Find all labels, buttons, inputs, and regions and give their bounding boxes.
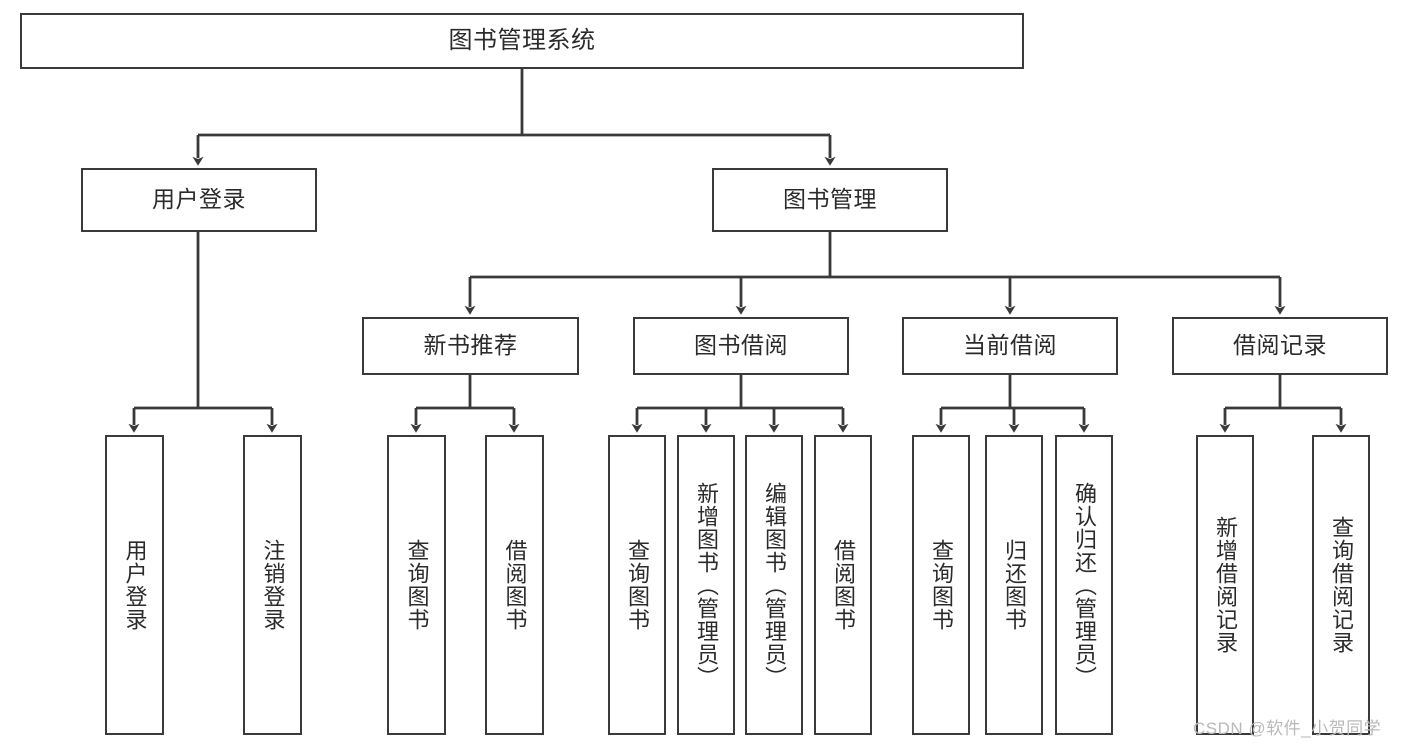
node-new-book-recommend[interactable]: 新书推荐 — [362, 317, 579, 375]
node-user-logout[interactable]: 注销登录 — [243, 435, 302, 735]
node-record-query[interactable]: 查询借阅记录 — [1312, 435, 1370, 735]
node-user-logout-label: 注销登录 — [260, 539, 286, 631]
node-new-book-recommend-label: 新书推荐 — [423, 332, 518, 359]
node-root[interactable]: 图书管理系统 — [20, 13, 1024, 69]
node-record-add-label: 新增借阅记录 — [1212, 516, 1238, 654]
node-recommend-query-book-label: 查询图书 — [404, 539, 430, 631]
csdn-watermark: CSDN @软件_小贺同学 — [1193, 719, 1382, 738]
node-borrow-borrow-book[interactable]: 借阅图书 — [814, 435, 872, 735]
node-current-query-book-label: 查询图书 — [928, 539, 954, 631]
node-user-login[interactable]: 用户登录 — [81, 168, 317, 232]
node-borrow-add-book-label: 新增图书（管理员） — [693, 481, 719, 689]
node-borrow-records-label: 借阅记录 — [1233, 332, 1327, 359]
node-borrow-edit-book-label: 编辑图书（管理员） — [761, 481, 787, 689]
node-borrow-edit-book[interactable]: 编辑图书（管理员） — [745, 435, 803, 735]
node-current-borrow[interactable]: 当前借阅 — [902, 317, 1118, 375]
node-book-management-label: 图书管理 — [783, 186, 877, 213]
node-borrow-records[interactable]: 借阅记录 — [1172, 317, 1388, 375]
node-root-label: 图书管理系统 — [448, 26, 596, 54]
node-borrow-borrow-book-label: 借阅图书 — [830, 539, 856, 631]
node-user-login-do-label: 用户登录 — [122, 539, 148, 631]
node-book-borrow-label: 图书借阅 — [694, 332, 788, 359]
node-borrow-add-book[interactable]: 新增图书（管理员） — [677, 435, 735, 735]
node-user-login-do[interactable]: 用户登录 — [105, 435, 164, 735]
node-recommend-borrow-book-label: 借阅图书 — [502, 539, 528, 631]
node-book-management[interactable]: 图书管理 — [712, 168, 948, 232]
node-recommend-query-book[interactable]: 查询图书 — [387, 435, 446, 735]
node-borrow-query-book-label: 查询图书 — [624, 539, 650, 631]
node-recommend-borrow-book[interactable]: 借阅图书 — [485, 435, 544, 735]
node-borrow-query-book[interactable]: 查询图书 — [608, 435, 666, 735]
node-record-add[interactable]: 新增借阅记录 — [1196, 435, 1254, 735]
node-record-query-label: 查询借阅记录 — [1328, 516, 1354, 654]
node-current-confirm-return-label: 确认归还（管理员） — [1071, 481, 1097, 689]
node-book-borrow[interactable]: 图书借阅 — [633, 317, 849, 375]
node-current-return-book[interactable]: 归还图书 — [985, 435, 1043, 735]
node-current-query-book[interactable]: 查询图书 — [912, 435, 970, 735]
node-user-login-label: 用户登录 — [152, 186, 246, 213]
node-current-return-book-label: 归还图书 — [1001, 539, 1027, 631]
node-current-borrow-label: 当前借阅 — [963, 332, 1057, 359]
node-current-confirm-return[interactable]: 确认归还（管理员） — [1055, 435, 1113, 735]
